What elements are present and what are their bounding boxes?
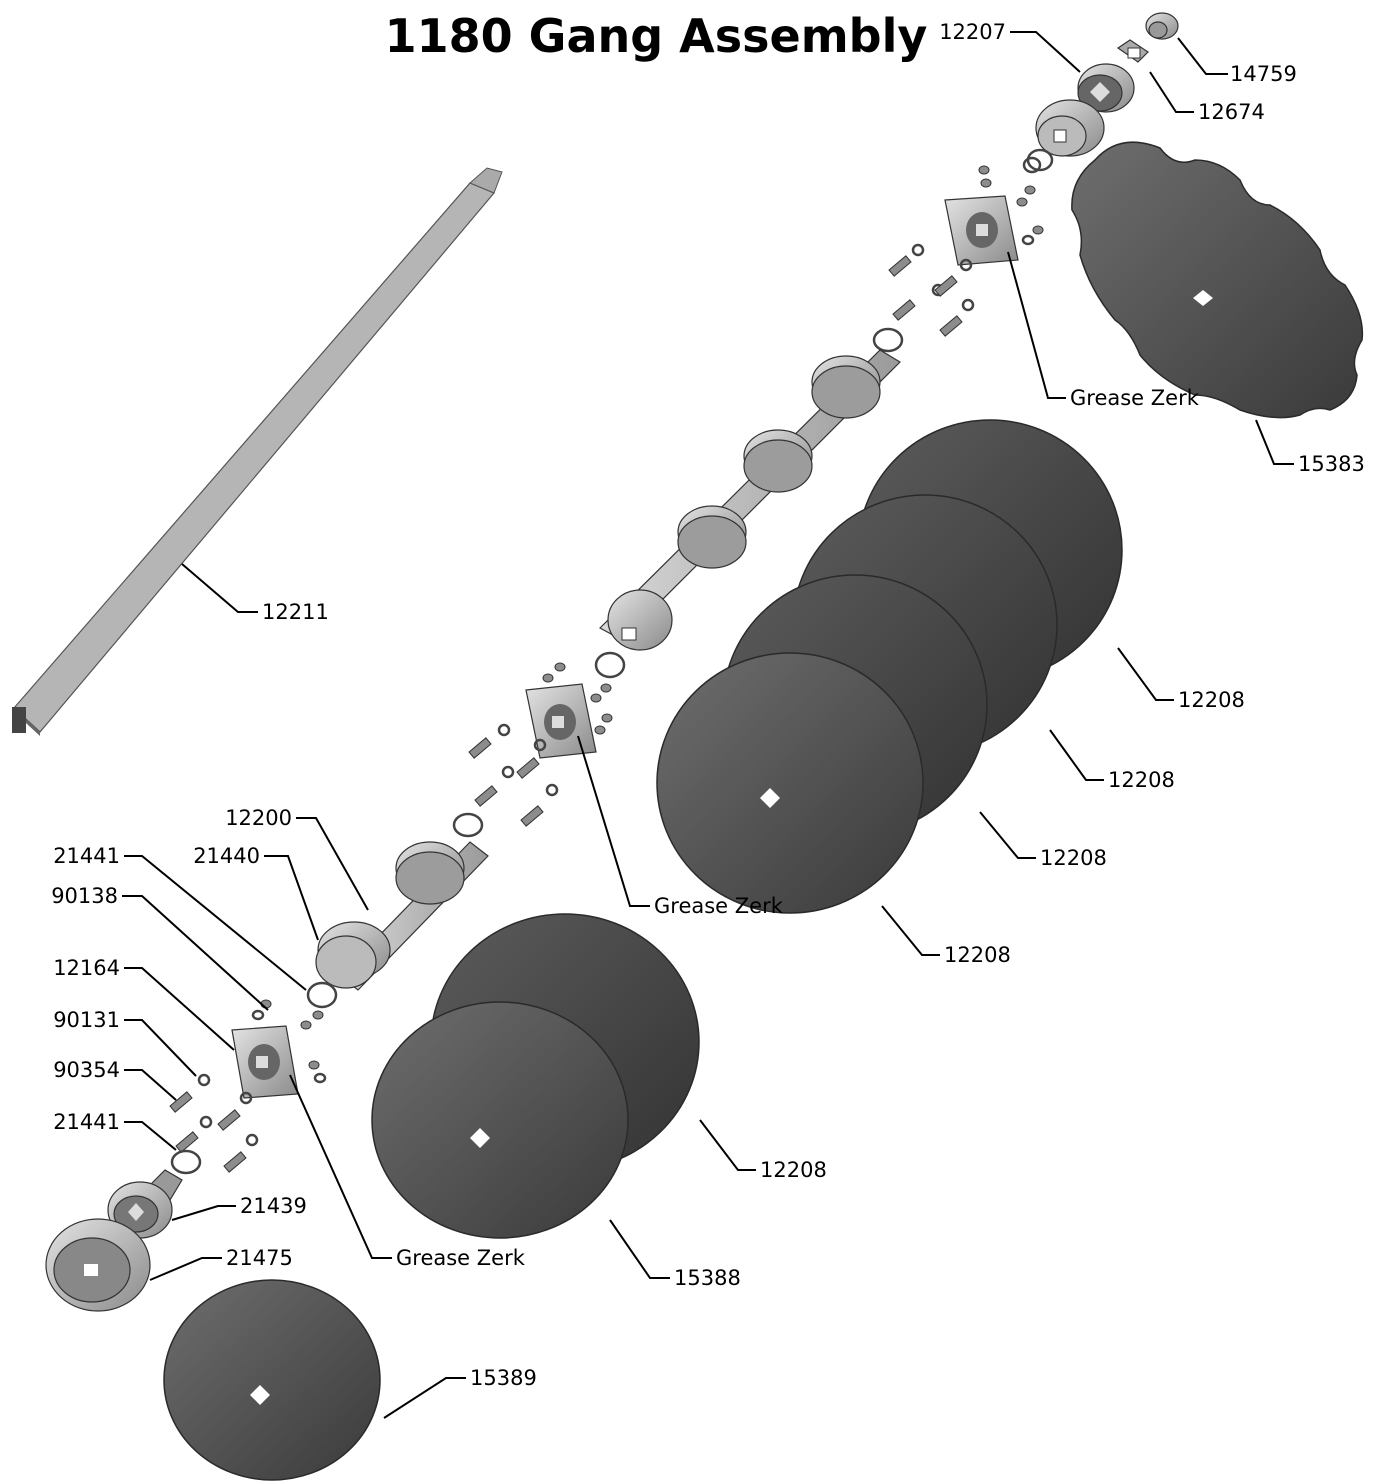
lock-washer-12674: [1116, 39, 1149, 63]
notched-disc-15383: [1071, 141, 1364, 419]
label-grease-zerk-low: Grease Zerk: [396, 1246, 526, 1270]
label-12164: 12164: [53, 956, 120, 980]
label-12207: 12207: [939, 20, 1006, 44]
label-90354: 90354: [53, 1058, 120, 1082]
label-12208-c: 12208: [1040, 846, 1107, 870]
label-90131: 90131: [53, 1008, 120, 1032]
label-21440: 21440: [193, 844, 260, 868]
label-21439: 21439: [240, 1194, 307, 1218]
disc-15389: [163, 1279, 381, 1481]
bearing-hardware-mid: [452, 651, 626, 838]
leader-lines: [122, 31, 1294, 1419]
end-bell-21439: [107, 1169, 183, 1239]
label-14759: 14759: [1230, 62, 1297, 86]
label-15388: 15388: [674, 1266, 741, 1290]
bearing-hanger-low: [231, 1025, 299, 1099]
label-90138: 90138: [51, 884, 118, 908]
label-12674: 12674: [1198, 100, 1265, 124]
label-21441-a: 21441: [53, 844, 120, 868]
bearing-hanger-upper: [944, 195, 1019, 266]
bearing-hardware-low: [169, 981, 338, 1175]
callout-labels: 12207 14759 12674 15383 Grease Zerk 1221…: [51, 20, 1365, 1390]
label-21441-b: 21441: [53, 1110, 120, 1134]
label-12211: 12211: [262, 600, 329, 624]
spool-upper: [599, 349, 901, 651]
label-21475: 21475: [226, 1246, 293, 1270]
label-12208-e: 12208: [760, 1158, 827, 1182]
disc-12208-d: [656, 652, 924, 914]
diagram-title: 1180 Gang Assembly: [385, 9, 928, 63]
nut-14759: [1145, 12, 1179, 40]
disc-15388: [371, 1001, 629, 1239]
label-grease-zerk-top: Grease Zerk: [1070, 386, 1200, 410]
label-15389: 15389: [470, 1366, 537, 1390]
label-15383: 15383: [1298, 452, 1365, 476]
label-12200: 12200: [225, 806, 292, 830]
axle-shaft: [12, 167, 503, 736]
spool-lower: [315, 841, 489, 991]
label-grease-zerk-mid: Grease Zerk: [654, 894, 784, 918]
label-12208-b: 12208: [1108, 768, 1175, 792]
spool-end-bell: [1035, 99, 1105, 157]
bearing-hardware-upper: [872, 148, 1054, 353]
label-12208-d: 12208: [944, 943, 1011, 967]
end-washer-12207: [1077, 63, 1135, 113]
label-12208-a: 12208: [1178, 688, 1245, 712]
end-washer-21475: [45, 1218, 151, 1312]
